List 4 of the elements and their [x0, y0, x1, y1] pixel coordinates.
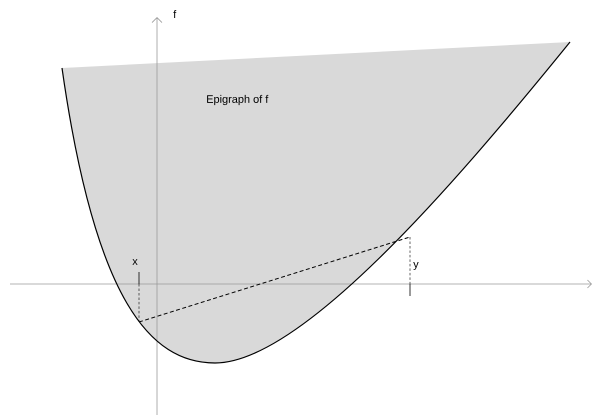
axis-label: f — [173, 10, 176, 18]
point-label: y — [413, 262, 419, 270]
point-label: x — [132, 259, 138, 265]
region-label: Epigraph of f — [207, 94, 268, 106]
